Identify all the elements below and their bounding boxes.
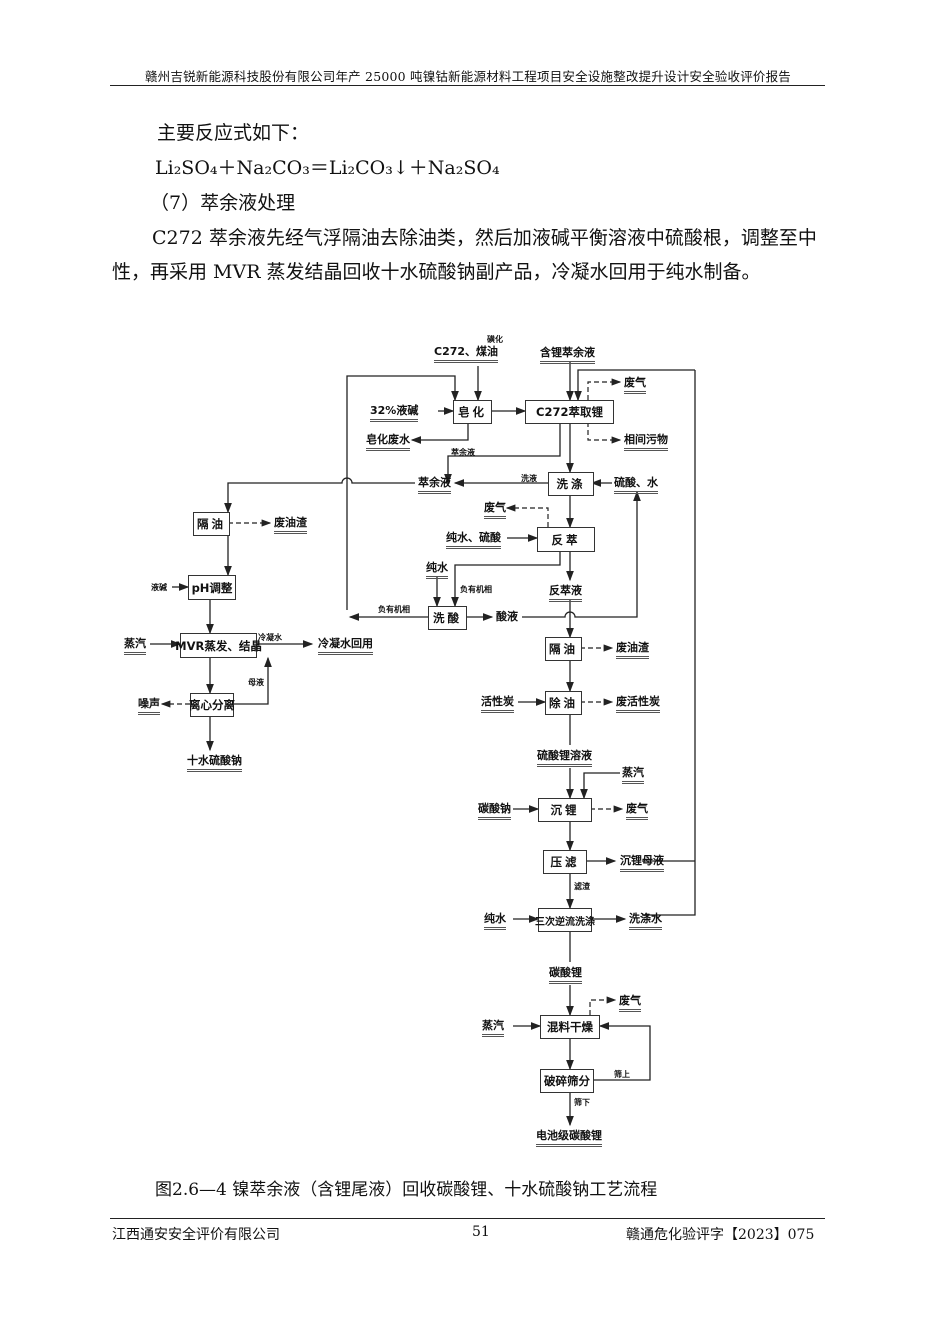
process-oil-separation-right: 隔油 [545, 637, 582, 661]
label-naoh: 液碱 [151, 583, 167, 592]
page-number: 51 [472, 1224, 490, 1240]
process-crush-sieve: 破碎筛分 [540, 1069, 594, 1093]
label-mother-liquor-small: 母液 [248, 678, 264, 687]
running-header: 赣州吉锐新能源科技股份有限公司年产 25000 吨镍钴新能源材料工程项目安全设施… [144, 69, 791, 84]
label-condensate-small: 冷凝水 [258, 633, 282, 642]
paragraph-body: C272 萃余液先经气浮隔油去除油类，然后加液碱平衡溶液中硫酸根，调整至中性，再… [112, 227, 817, 283]
process-wash: 洗涤 [548, 472, 594, 496]
header-rule [110, 85, 825, 86]
footer-rule [110, 1218, 825, 1219]
process-mix-dry: 混料干燥 [540, 1015, 600, 1039]
footer-doc-number: 赣通危化验评字【2023】075 [626, 1227, 815, 1243]
figure-caption: 图2.6—4 镍萃余液（含锂尾液）回收碳酸锂、十水硫酸钠工艺流程 [155, 1180, 658, 1200]
label-saponification-wastewater: 皂化废水 [366, 433, 410, 451]
label-waste-carbon: 废活性炭 [616, 695, 660, 713]
label-battery-grade-li2co3: 电池级碳酸锂 [536, 1129, 602, 1147]
label-pure-water-1: 纯水 [426, 561, 448, 579]
process-centrifuge: 离心分离 [189, 693, 235, 717]
section-heading: （7）萃余液处理 [150, 192, 296, 214]
process-c272-extract: C272萃取锂 [525, 400, 614, 424]
process-mvr: MVR蒸发、结晶 [175, 633, 262, 658]
label-undersize: 筛下 [574, 1098, 590, 1107]
label-strip-liquor: 反萃液 [549, 584, 582, 602]
process-strip: 反萃 [537, 527, 595, 552]
reaction-equation: Li₂SO₄＋Na₂CO₃＝Li₂CO₃↓＋Na₂SO₄ [155, 157, 500, 179]
label-glauber-salt: 十水硫酸钠 [187, 754, 242, 772]
process-saponify: 皂化 [453, 400, 492, 424]
label-waste-oil-left: 废油渣 [274, 516, 307, 534]
label-li-raffinate: 含锂萃余液 [540, 346, 595, 364]
label-waste-oil-right: 废油渣 [616, 641, 649, 659]
label-raffinate-small: 萃余液 [451, 448, 475, 457]
label-activated-carbon: 活性炭 [481, 695, 514, 713]
process-filter-press: 压滤 [543, 850, 587, 874]
process-oil-separation-left: 隔油 [193, 512, 230, 536]
label-water-acid: 纯水、硫酸 [446, 531, 501, 549]
label-acid-liquor: 酸液 [496, 610, 518, 623]
label-loaded-organic-2: 负有机相 [378, 605, 410, 614]
label-gas-2: 废气 [484, 501, 506, 519]
label-oversize: 筛上 [614, 1070, 630, 1079]
label-wash-water: 洗涤水 [629, 912, 662, 930]
label-filter-residue: 滤渣 [574, 882, 590, 891]
process-deoil: 除油 [545, 691, 582, 715]
process-precipitate: 沉锂 [538, 798, 592, 822]
label-interphase-dirt: 相间污物 [624, 433, 668, 451]
label-noise: 噪声 [138, 697, 160, 715]
label-acid-water: 硫酸、水 [614, 476, 658, 494]
label-li2co3: 碳酸锂 [549, 966, 582, 984]
process-acid-wash: 洗酸 [428, 606, 467, 630]
label-na2co3: 碳酸钠 [478, 802, 511, 820]
process-ph-adjust: pH调整 [188, 575, 236, 600]
label-li2so4-solution: 硫酸锂溶液 [537, 749, 592, 767]
label-precipitation-mother-liquor: 沉锂母液 [620, 854, 664, 872]
paragraph-intro: 主要反应式如下： [157, 122, 310, 144]
label-steam-3: 蒸汽 [482, 1019, 504, 1037]
label-c272-kerosene: C272、煤油 [434, 345, 499, 363]
label-raffinate: 萃余液 [418, 476, 451, 494]
process-countercurrent-wash: 三次逆流洗涤 [535, 908, 595, 932]
footer-company: 江西通安安全评价有限公司 [112, 1227, 280, 1243]
label-gas-1: 废气 [624, 376, 646, 394]
label-steam-2: 蒸汽 [622, 766, 644, 784]
label-pure-water-2: 纯水 [484, 912, 506, 930]
label-condensate-reuse: 冷凝水回用 [318, 637, 373, 655]
label-gas-3: 废气 [626, 802, 648, 820]
label-naoh-32: 32%液碱 [370, 404, 419, 422]
label-loaded-organic-1: 负有机相 [460, 585, 492, 594]
label-gas-4: 废气 [619, 994, 641, 1012]
label-sulfonated: 磺化 [487, 335, 503, 344]
label-steam-1: 蒸汽 [124, 637, 146, 655]
label-wash-liquid: 洗液 [521, 474, 537, 483]
